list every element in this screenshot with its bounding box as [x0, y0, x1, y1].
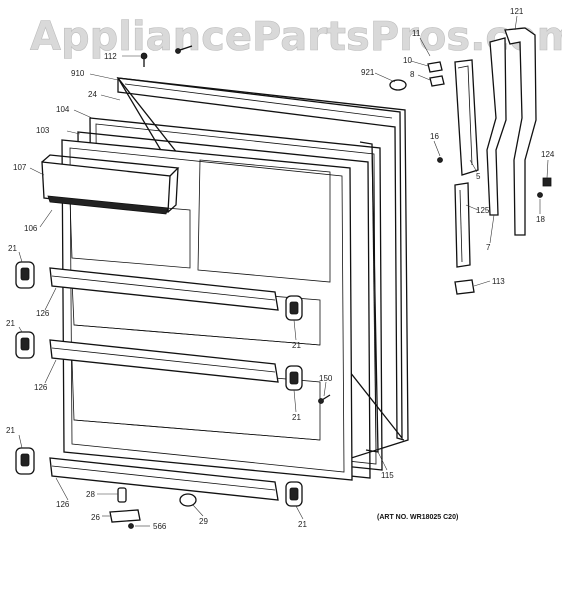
shelf-end-cap-left-2 — [15, 331, 35, 359]
screw-566 — [128, 523, 134, 529]
watermark-text: AppliancePartsPros.com — [30, 14, 562, 60]
screw-16 — [437, 157, 443, 163]
callout-10: 10 — [403, 56, 412, 65]
channel-125 — [454, 182, 471, 268]
callout-113: 113 — [492, 277, 505, 286]
screw-18 — [537, 192, 543, 198]
callout-112: 112 — [104, 52, 117, 61]
cap-29 — [179, 493, 197, 507]
part-8 — [429, 75, 445, 87]
callout-21-b: 21 — [6, 319, 15, 328]
door-shelf-middle — [49, 339, 279, 383]
callout-labels: 121 112 11 910 10 921 8 24 104 103 16 5 … — [6, 7, 555, 531]
inner-door-liner — [61, 139, 353, 481]
screw-150 — [318, 394, 331, 404]
screw-112 — [140, 52, 148, 67]
part-124 — [542, 177, 552, 187]
gasket-115 — [359, 141, 379, 453]
callout-24: 24 — [88, 90, 97, 99]
callout-107: 107 — [13, 163, 27, 172]
callout-29: 29 — [199, 517, 208, 526]
shelf-end-cap-right-2 — [285, 365, 303, 391]
callout-124: 124 — [541, 150, 555, 159]
dairy-compartment-door — [41, 154, 180, 215]
door-shelf-lower — [49, 457, 279, 501]
art-number: (ART NO. WR18025 C20) — [377, 514, 458, 521]
bracket-26 — [109, 509, 141, 523]
callout-103: 103 — [36, 126, 50, 135]
callout-18: 18 — [536, 215, 545, 224]
callout-11: 11 — [412, 29, 421, 38]
leader-lines — [18, 15, 549, 527]
callout-566: 566 — [153, 522, 167, 531]
callout-126-a: 126 — [36, 309, 50, 318]
shelf-end-cap-right-1 — [285, 295, 303, 321]
callout-921: 921 — [361, 68, 375, 77]
hinge-arm-7 — [486, 37, 507, 216]
callout-104: 104 — [56, 105, 70, 114]
shelf-end-cap-left-3 — [15, 447, 35, 475]
callout-126-b: 126 — [34, 383, 48, 392]
block-113 — [454, 279, 475, 295]
callout-126-c: 126 — [56, 500, 70, 509]
callout-16: 16 — [430, 132, 439, 141]
hinge-arm-121 — [504, 27, 537, 236]
callout-121: 121 — [510, 7, 524, 16]
door-shelf-upper — [49, 267, 279, 311]
plug-921 — [389, 79, 407, 91]
callout-5: 5 — [476, 172, 481, 181]
callout-21-a: 21 — [8, 244, 17, 253]
pin-28 — [117, 487, 127, 503]
shelf-end-cap-right-3 — [285, 481, 303, 507]
callout-125: 125 — [476, 206, 490, 215]
callout-106: 106 — [24, 224, 38, 233]
callout-26: 26 — [91, 513, 100, 522]
hinge-arm-5 — [454, 59, 479, 176]
callout-150: 150 — [319, 374, 333, 383]
callout-28: 28 — [86, 490, 95, 499]
callout-21-f: 21 — [298, 520, 307, 529]
callout-21-e: 21 — [6, 426, 15, 435]
callout-910: 910 — [71, 69, 85, 78]
part-10 — [427, 61, 443, 73]
callout-115: 115 — [381, 471, 394, 480]
callout-21-d: 21 — [292, 413, 301, 422]
shelf-end-cap-left-1 — [15, 261, 35, 289]
callout-21-c: 21 — [292, 341, 301, 350]
callout-8: 8 — [410, 70, 415, 79]
callout-7: 7 — [486, 243, 491, 252]
screw-11 — [175, 45, 193, 54]
